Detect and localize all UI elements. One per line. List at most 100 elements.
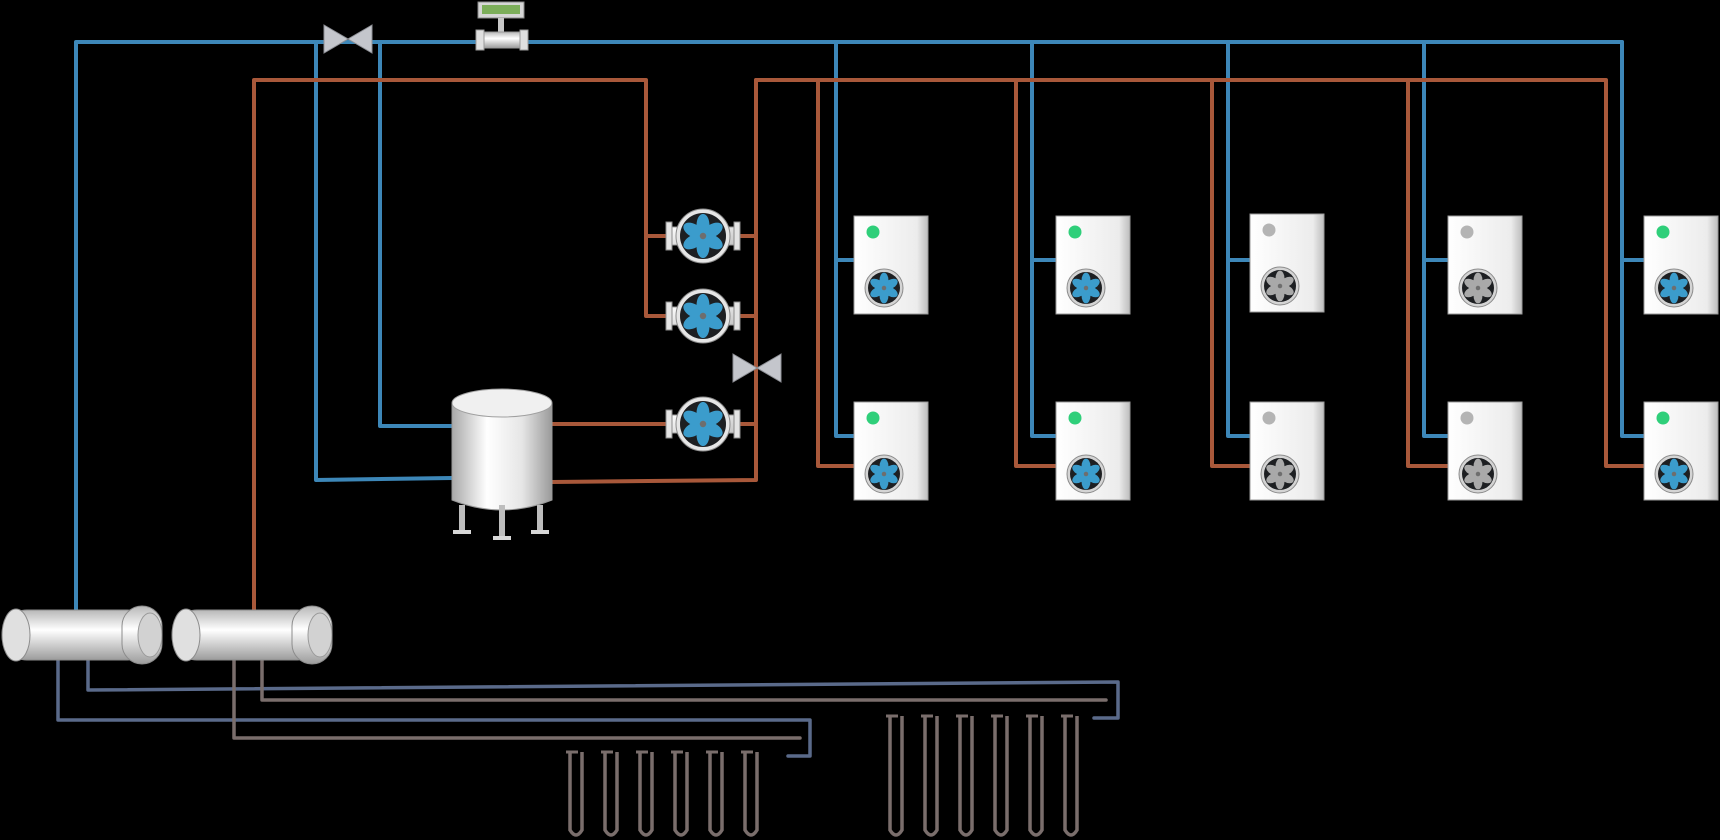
fan-blade (1266, 464, 1281, 476)
return-branch-pipe (1210, 78, 1254, 468)
fan-hub (1475, 285, 1481, 291)
fan-icon (1070, 272, 1102, 304)
supply-branch-pipe (1226, 40, 1254, 438)
fan-hub (881, 285, 887, 291)
flow-meter-icon (475, 1, 529, 51)
return-header-pipe (252, 78, 670, 614)
tank-foot (453, 530, 471, 534)
fan-hub (699, 232, 707, 240)
pump-3[interactable] (665, 396, 741, 452)
pump-2[interactable] (665, 288, 741, 344)
pipe-network (74, 40, 1648, 614)
fan-icon (1658, 272, 1690, 304)
valve-body (347, 24, 373, 54)
unit-col4-bottom[interactable] (1447, 401, 1523, 501)
status-indicator (866, 225, 880, 239)
fan-blade (1266, 276, 1281, 288)
exchanger-end-cap (137, 612, 163, 658)
unit-col5-bottom[interactable] (1643, 401, 1719, 501)
borehole-loop (673, 752, 689, 837)
ground-loop-pipe (56, 650, 812, 758)
borehole-loop (923, 716, 939, 837)
butterfly-valve-icon[interactable] (323, 24, 373, 54)
fan-icon (1264, 458, 1296, 490)
valve-body (756, 353, 782, 383)
fan-hub (1083, 471, 1089, 477)
borehole-loop (708, 752, 724, 837)
fan-icon (680, 293, 726, 339)
valve-body (323, 24, 349, 54)
return-header-pipe (754, 78, 1648, 468)
status-indicator (1656, 411, 1670, 425)
unit-col1-bottom[interactable] (853, 401, 929, 501)
fan-hub (699, 420, 707, 428)
status-indicator (1068, 225, 1082, 239)
ground-loop-pipe (260, 650, 1108, 702)
fan-blade (683, 222, 704, 239)
fan-blade (1464, 278, 1479, 290)
status-indicator (1262, 223, 1276, 237)
borehole-loop (568, 752, 584, 837)
fan-blade (683, 302, 704, 319)
exchanger-end-cap (1, 608, 31, 662)
meter-flange (475, 29, 485, 51)
return-pipe (550, 78, 758, 484)
ground-loop-field-1 (566, 750, 759, 837)
fan-hub (1475, 471, 1481, 477)
unit-col5-top[interactable] (1643, 215, 1719, 315)
borehole-loop (603, 752, 619, 837)
supply-header-pipe (74, 40, 1624, 614)
fan-icon (680, 213, 726, 259)
valve-body (732, 353, 758, 383)
heat-exchanger-1 (1, 605, 163, 665)
fan-icon (1264, 270, 1296, 302)
unit-col2-top[interactable] (1055, 215, 1131, 315)
fan-blade (1464, 464, 1479, 476)
status-indicator (1460, 411, 1474, 425)
unit-col1-top[interactable] (853, 215, 929, 315)
unit-col2-bottom[interactable] (1055, 401, 1131, 501)
meter-stem (498, 18, 504, 32)
borehole-loop (888, 716, 904, 837)
equipment-layer (1, 1, 1719, 665)
ground-loop-pipe (86, 650, 1120, 720)
fan-blade (870, 278, 885, 290)
borehole-loop (993, 716, 1009, 837)
fan-blade (1660, 464, 1675, 476)
unit-col3-top[interactable] (1249, 213, 1325, 313)
exchanger-end-cap (307, 612, 333, 658)
tank-top (451, 388, 553, 418)
fan-hub (699, 312, 707, 320)
fan-icon (868, 458, 900, 490)
return-pipe (644, 234, 670, 318)
status-indicator (1656, 225, 1670, 239)
status-indicator (1262, 411, 1276, 425)
supply-branch-pipe (1422, 40, 1452, 438)
pump-flange (665, 301, 673, 331)
fan-icon (1462, 458, 1494, 490)
butterfly-valve-icon[interactable] (732, 353, 782, 383)
tank-foot (493, 536, 511, 540)
fan-blade (870, 464, 885, 476)
supply-pipe (314, 40, 454, 482)
fan-icon (1658, 458, 1690, 490)
pump-flange (733, 301, 741, 331)
heat-exchanger-2 (171, 605, 333, 665)
fan-blade (1072, 464, 1087, 476)
fan-blade (1660, 278, 1675, 290)
ground-loop-pipe (232, 650, 802, 740)
fan-hub (1671, 285, 1677, 291)
fan-hub (1277, 283, 1283, 289)
borehole-loop (958, 716, 974, 837)
borehole-loop (1028, 716, 1044, 837)
pump-flange (665, 221, 673, 251)
unit-col4-top[interactable] (1447, 215, 1523, 315)
fan-icon (1462, 272, 1494, 304)
pump-1[interactable] (665, 208, 741, 264)
meter-flange (519, 29, 529, 51)
pump-flange (733, 221, 741, 251)
unit-col3-bottom[interactable] (1249, 401, 1325, 501)
supply-branch-pipe (1620, 40, 1648, 438)
borehole-loop (638, 752, 654, 837)
